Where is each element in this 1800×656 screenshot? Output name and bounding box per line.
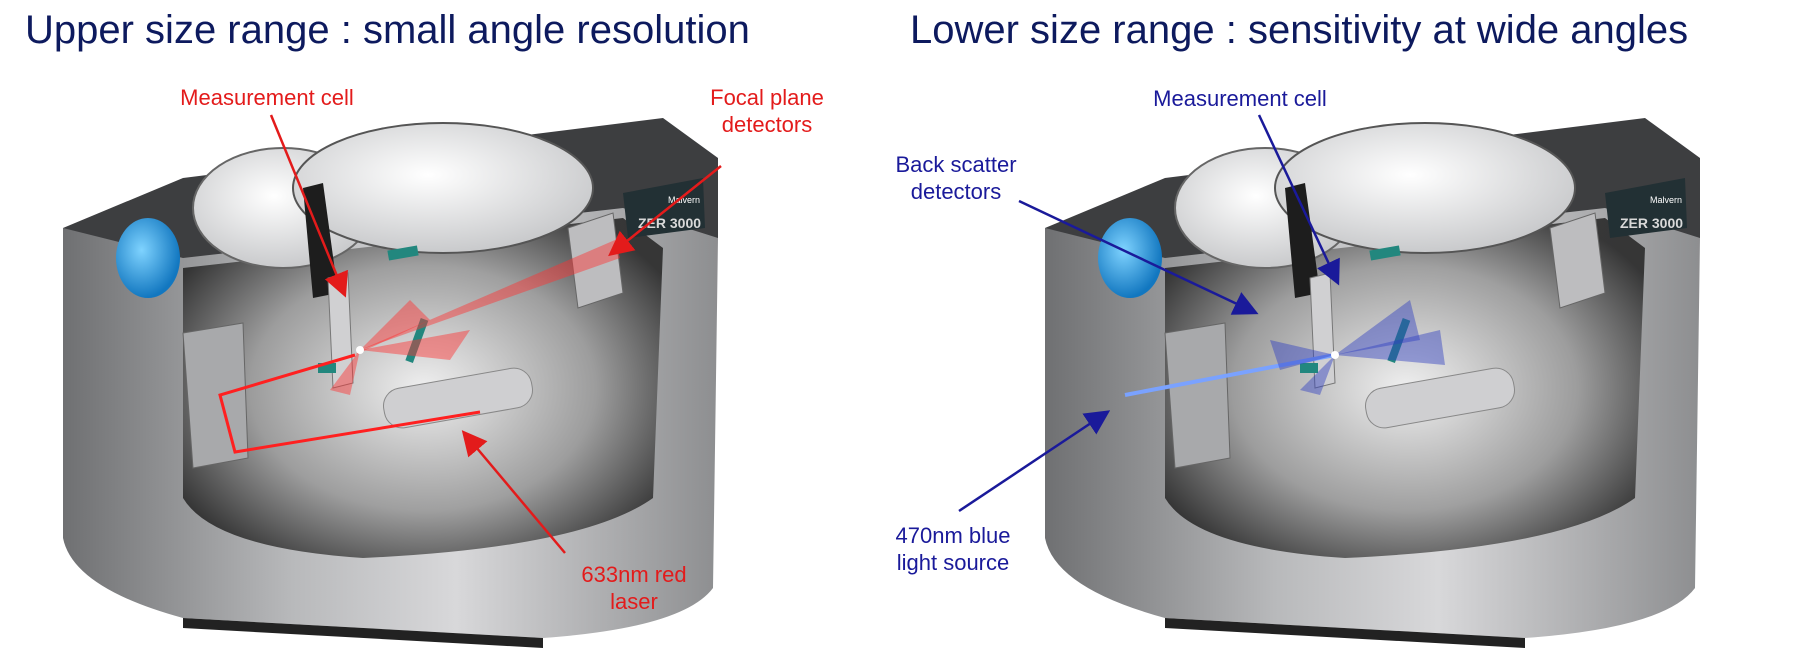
label-red-laser: 633nm red laser xyxy=(581,561,686,615)
right-panel-title: Lower size range : sensitivity at wide a… xyxy=(910,8,1689,52)
label-line: detectors xyxy=(910,179,1002,204)
arrow-back-scatter xyxy=(1018,199,1259,315)
badge-brand-left: Malvern xyxy=(668,195,700,205)
label-line: detectors xyxy=(721,112,813,137)
instrument-right xyxy=(1044,117,1701,649)
left-panel-title: Upper size range : small angle resolutio… xyxy=(25,8,750,52)
red-beam-path xyxy=(218,240,620,454)
label-line: Back scatter xyxy=(895,152,1017,177)
blue-beam-path xyxy=(1124,300,1445,397)
label-measurement-cell-left: Measurement cell xyxy=(180,85,354,110)
badge-model-right: ZER 3000 xyxy=(1620,215,1683,231)
label-line: 470nm blue xyxy=(895,523,1011,548)
label-back-scatter-detectors: Back scatter detectors xyxy=(895,151,1016,205)
label-line: light source xyxy=(896,550,1010,575)
label-focal-plane-detectors: Focal plane detectors xyxy=(710,84,824,138)
badge-model-left: ZER 3000 xyxy=(638,215,701,231)
arrow-focal-plane xyxy=(608,165,722,257)
badge-brand-right: Malvern xyxy=(1650,195,1682,205)
arrow-measurement-cell-left xyxy=(269,114,348,298)
arrow-red-laser xyxy=(461,430,566,554)
label-line: 633nm red xyxy=(581,562,687,587)
label-blue-light-source: 470nm blue light source xyxy=(896,522,1011,576)
label-line: Focal plane xyxy=(710,85,824,110)
arrow-blue-source xyxy=(958,410,1111,513)
label-line: laser xyxy=(610,589,658,614)
arrow-measurement-cell-right xyxy=(1257,114,1340,286)
label-measurement-cell-right: Measurement cell xyxy=(1153,86,1327,111)
